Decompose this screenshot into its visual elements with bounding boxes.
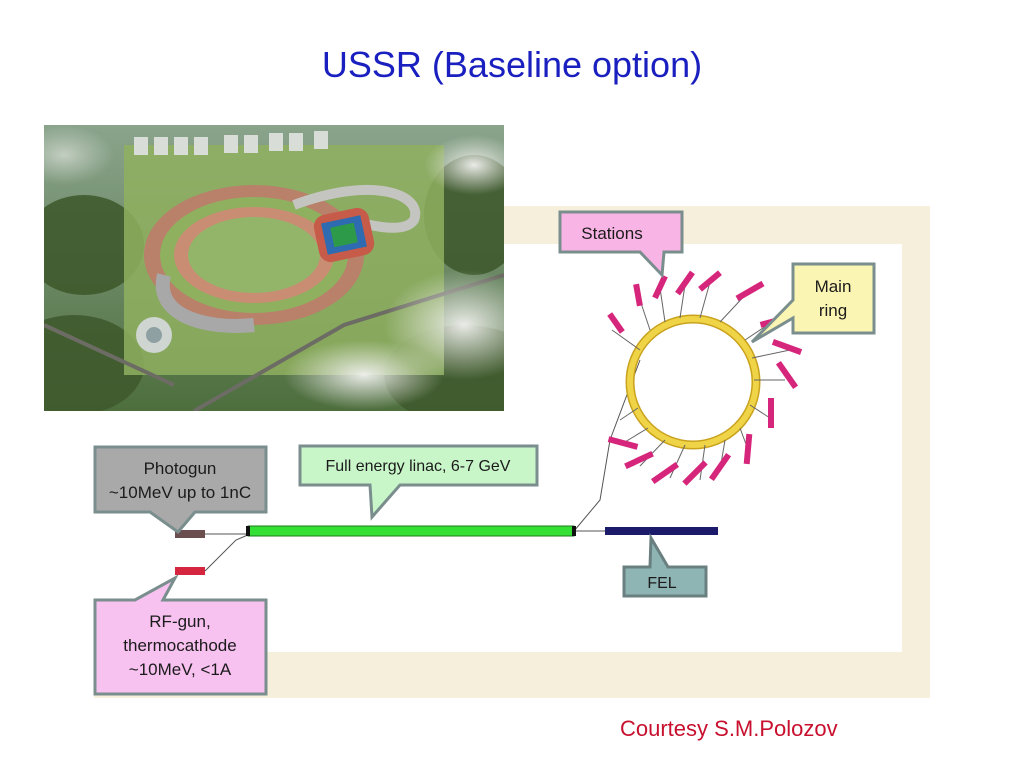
main-ring-callout-line2: ring [819, 301, 847, 320]
station [735, 280, 765, 302]
aerial-photo [44, 125, 504, 411]
station [682, 460, 708, 486]
rfgun-callout-line1: RF-gun, [149, 612, 210, 631]
station [743, 433, 753, 465]
station [771, 339, 803, 355]
main-ring-callout-line1: Main [815, 277, 852, 296]
rfgun-callout-line2: thermocathode [123, 636, 236, 655]
rfgun-connector [204, 533, 251, 572]
station [607, 436, 639, 450]
fel-callout: FEL [622, 532, 708, 598]
fel-callout-label: FEL [647, 575, 676, 592]
rfgun-callout-line3: ~10MeV, <1A [129, 660, 232, 679]
photogun-callout-line2: ~10MeV up to 1nC [109, 483, 251, 502]
linac-callout-label: Full energy linac, 6-7 GeV [326, 458, 511, 475]
station [768, 398, 774, 428]
rfgun-element [175, 567, 205, 575]
linac [247, 525, 575, 537]
photogun-callout: Photogun ~10MeV up to 1nC [93, 445, 268, 535]
station [633, 283, 643, 307]
linac-callout: Full energy linac, 6-7 GeV [298, 444, 539, 521]
slide-title: USSR (Baseline option) [321, 44, 703, 85]
main-ring-callout: Main ring [750, 262, 876, 344]
station [624, 450, 654, 470]
station [698, 270, 722, 292]
station [652, 274, 668, 300]
station [775, 360, 799, 390]
station [675, 270, 695, 296]
stations-callout-label: Stations [581, 224, 642, 243]
stations-callout: Stations [558, 210, 684, 279]
rfgun-callout: RF-gun, thermocathode ~10MeV, <1A [93, 574, 268, 696]
station [650, 461, 680, 485]
fel-undulator [605, 527, 718, 535]
linac-to-ring-connector [573, 359, 641, 532]
station [607, 312, 625, 334]
station [708, 452, 732, 482]
photogun-callout-line1: Photogun [144, 459, 217, 478]
photogun-element [175, 530, 205, 538]
courtesy-credit: Courtesy S.M.Polozov [620, 716, 838, 741]
